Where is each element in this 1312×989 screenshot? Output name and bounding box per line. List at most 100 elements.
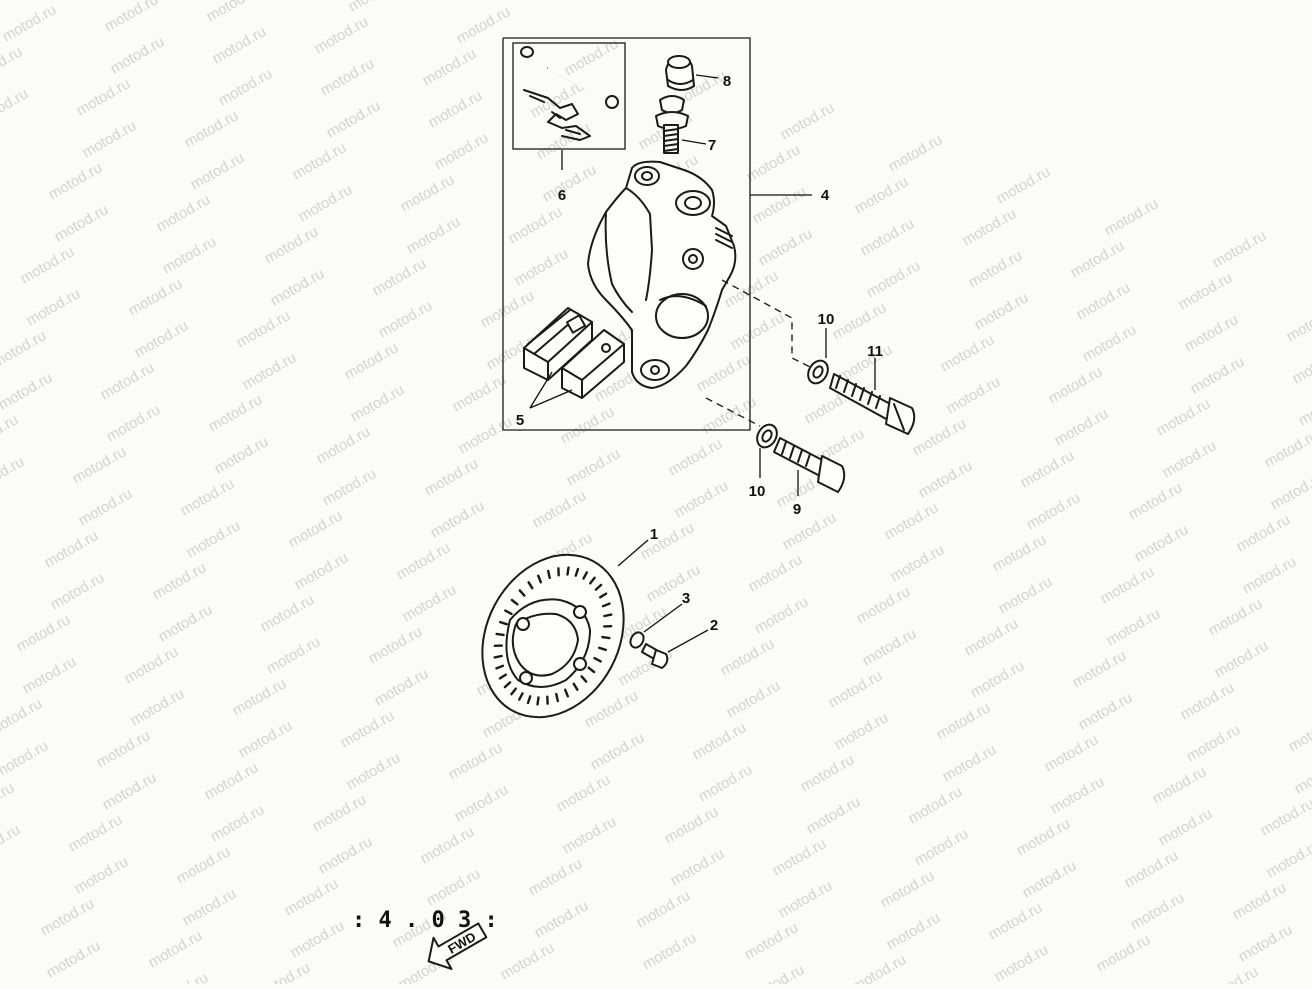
- watermark-text: motod.ru: [452, 781, 512, 825]
- watermark-text: motod.ru: [1188, 353, 1248, 397]
- watermark-text: motod.ru: [1286, 711, 1312, 755]
- watermark-text: motod.ru: [560, 813, 620, 857]
- watermark-text: motod.ru: [506, 203, 566, 247]
- bleed-screw-shape: [656, 96, 688, 153]
- watermark-text: motod.ru: [662, 803, 722, 847]
- watermark-text: motod.ru: [854, 583, 914, 627]
- watermark-text: motod.ru: [1102, 195, 1162, 239]
- watermark-text: motod.ru: [640, 929, 700, 973]
- watermark-text: motod.ru: [342, 339, 402, 383]
- watermark-text: motod.ru: [422, 455, 482, 499]
- watermark-text: motod.ru: [912, 825, 972, 869]
- watermark-text: motod.ru: [432, 129, 492, 173]
- watermark-text: motod.ru: [320, 465, 380, 509]
- watermark-text: motod.ru: [0, 169, 3, 213]
- watermark-text: motod.ru: [1098, 563, 1158, 607]
- watermark-text: motod.ru: [1154, 395, 1214, 439]
- watermark-text: motod.ru: [888, 541, 948, 585]
- watermark-text: motod.ru: [372, 665, 432, 709]
- watermark-text: motod.ru: [944, 373, 1004, 417]
- watermark-text: motod.ru: [418, 823, 478, 867]
- callout-label-10-upper: 10: [818, 311, 835, 328]
- watermark-text: motod.ru: [534, 119, 594, 163]
- watermark-text: motod.ru: [100, 769, 160, 813]
- watermark-text: motod.ru: [498, 939, 558, 983]
- watermark-text: motod.ru: [554, 771, 614, 815]
- watermark-text: motod.ru: [1236, 921, 1296, 965]
- watermark-text: motod.ru: [1292, 753, 1312, 797]
- watermark-text: motod.ru: [0, 737, 51, 781]
- watermark-text: motod.ru: [0, 327, 49, 371]
- watermark-text: motod.ru: [1264, 837, 1312, 881]
- watermark-text: motod.ru: [128, 685, 188, 729]
- watermark-text: motod.ru: [98, 359, 158, 403]
- leader-2: [668, 630, 708, 652]
- watermark-text: motod.ru: [262, 223, 322, 267]
- watermark-text: motod.ru: [42, 527, 102, 571]
- disc-vent-hole: [604, 615, 611, 616]
- watermark-text: motod.ru: [858, 215, 918, 259]
- watermark-text: motod.ru: [160, 233, 220, 277]
- watermark-text: motod.ru: [94, 727, 154, 771]
- watermark-text: motod.ru: [104, 401, 164, 445]
- watermark-text: motod.ru: [1024, 489, 1084, 533]
- leader-5b: [530, 390, 572, 408]
- watermark-text: motod.ru: [376, 297, 436, 341]
- leader-7: [682, 140, 706, 144]
- watermark-text: motod.ru: [314, 423, 374, 467]
- watermark-text: motod.ru: [310, 791, 370, 835]
- watermark-text: motod.ru: [990, 531, 1050, 575]
- watermark-text: motod.ru: [102, 0, 162, 35]
- watermark-text: motod.ru: [208, 801, 268, 845]
- watermark-text: motod.ru: [108, 33, 168, 77]
- watermark-text: motod.ru: [424, 865, 484, 909]
- watermark-text: motod.ru: [264, 633, 324, 677]
- watermark-text: motod.ru: [860, 625, 920, 669]
- watermark-text: motod.ru: [1202, 963, 1262, 984]
- watermark-text: motod.ru: [180, 885, 240, 929]
- watermark-text: motod.ru: [318, 55, 378, 99]
- callout-label-6: 6: [558, 187, 566, 204]
- watermark-text: motod.ru: [644, 561, 704, 605]
- watermark-text: motod.ru: [910, 415, 970, 459]
- watermark-text: motod.ru: [780, 509, 840, 553]
- watermark-text: motod.ru: [258, 591, 318, 635]
- watermark-text: motod.ru: [398, 171, 458, 215]
- watermark-text: motod.ru: [0, 43, 25, 87]
- watermark-text: motod.ru: [972, 289, 1032, 333]
- watermark-text: motod.ru: [798, 751, 858, 795]
- watermark-text: motod.ru: [0, 369, 55, 413]
- callout-label-8: 8: [723, 73, 731, 90]
- watermark-text: motod.ru: [0, 453, 27, 497]
- watermark-text: motod.ru: [1156, 805, 1216, 849]
- watermark-text: motod.ru: [204, 0, 264, 25]
- watermark-text: motod.ru: [882, 499, 942, 543]
- bleed-cap-shape: [666, 56, 694, 90]
- watermark-text: motod.ru: [152, 969, 212, 984]
- watermark-text: motod.ru: [588, 729, 648, 773]
- watermark-text: motod.ru: [236, 717, 296, 761]
- watermark-text: motod.ru: [666, 435, 726, 479]
- watermark-text: motod.ru: [724, 677, 784, 721]
- watermark-text: motod.ru: [830, 299, 890, 343]
- washer-upper-shape: [804, 357, 832, 387]
- watermark-text: motod.ru: [696, 761, 756, 805]
- watermark-text: motod.ru: [750, 183, 810, 227]
- disc-vent-hole: [497, 634, 504, 635]
- watermark-text: motod.ru: [454, 3, 514, 47]
- watermark-text: motod.ru: [394, 539, 454, 583]
- watermark-text: motod.ru: [44, 937, 104, 981]
- watermark-text: motod.ru: [1262, 427, 1312, 471]
- watermark-text: motod.ru: [1184, 721, 1244, 765]
- watermark-text: motod.ru: [1014, 815, 1074, 859]
- watermark-text: motod.ru: [694, 351, 754, 395]
- watermark-text: motod.ru: [994, 163, 1054, 207]
- watermark-text: motod.ru: [1150, 763, 1210, 807]
- watermark-text: motod.ru: [426, 87, 486, 131]
- watermark-text: motod.ru: [46, 159, 106, 203]
- watermark-text: motod.ru: [564, 445, 624, 489]
- watermark-text: motod.ru: [0, 0, 53, 3]
- watermark-text: motod.ru: [74, 75, 134, 119]
